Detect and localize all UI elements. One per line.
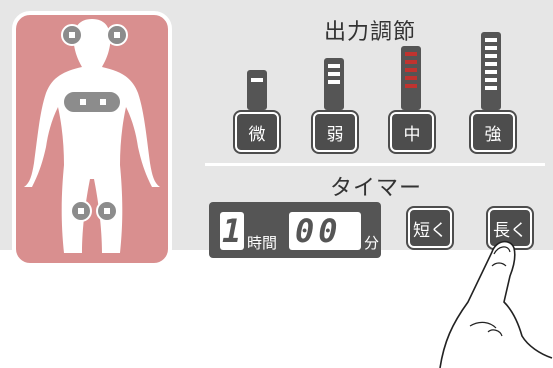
- meter-segment: [485, 38, 497, 42]
- shoulder-pad-left[interactable]: [61, 24, 83, 46]
- level-meter-1: [247, 70, 267, 110]
- shorten-button[interactable]: 短く: [408, 208, 452, 248]
- level-meter-3: [401, 46, 421, 110]
- level-button-medium[interactable]: 中: [390, 112, 434, 152]
- meter-segment: [328, 64, 340, 68]
- pad-dot: [69, 32, 75, 38]
- pad-dot: [100, 99, 106, 105]
- meter-segment: [485, 86, 497, 90]
- level-button-low[interactable]: 弱: [313, 112, 357, 152]
- meter-segment: [328, 72, 340, 76]
- knee-pad-right[interactable]: [96, 200, 118, 222]
- meter-segment: [251, 78, 263, 82]
- timer-display: 1 時間 00 分: [209, 202, 381, 258]
- meter-segment: [405, 68, 417, 72]
- level-button-weak[interactable]: 微: [235, 112, 279, 152]
- shoulder-pad-right[interactable]: [106, 24, 128, 46]
- timer-title: タイマー: [330, 176, 423, 201]
- meter-segment: [485, 70, 497, 74]
- body-diagram: [12, 11, 172, 267]
- pad-dot: [104, 208, 110, 214]
- meter-segment: [328, 80, 340, 84]
- meter-segment: [485, 62, 497, 66]
- minutes-unit: 分: [364, 234, 380, 252]
- pointing-hand-icon: [439, 240, 553, 368]
- level-meter-4: [481, 32, 501, 110]
- hours-unit: 時間: [247, 234, 278, 252]
- pad-dot: [78, 208, 84, 214]
- pad-dot: [114, 32, 120, 38]
- hours-digit: 1: [222, 212, 242, 250]
- minutes-digits: 00: [295, 212, 342, 250]
- meter-segment: [485, 78, 497, 82]
- pad-dot: [80, 99, 86, 105]
- meter-segment: [485, 54, 497, 58]
- level-meter-2: [324, 58, 344, 110]
- meter-segment: [405, 60, 417, 64]
- output-title: 出力調節: [324, 20, 417, 45]
- meter-segment: [405, 76, 417, 80]
- hours-display: 1: [220, 212, 244, 250]
- level-button-strong[interactable]: 強: [471, 112, 515, 152]
- meter-segment: [405, 52, 417, 56]
- meter-segment: [485, 46, 497, 50]
- body-silhouette: [24, 19, 160, 253]
- meter-segment: [405, 84, 417, 88]
- waist-pad[interactable]: [62, 90, 122, 114]
- minutes-display: 00: [289, 212, 361, 250]
- section-divider: [205, 163, 545, 166]
- knee-pad-left[interactable]: [70, 200, 92, 222]
